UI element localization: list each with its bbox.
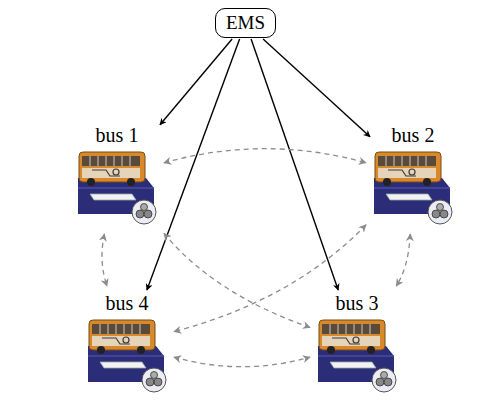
communication-link	[102, 234, 107, 286]
bus-label: bus 3	[316, 292, 398, 314]
command-arrow	[263, 39, 370, 137]
command-arrow	[251, 39, 338, 290]
bus-label: bus 1	[76, 124, 158, 146]
communication-link	[396, 234, 410, 286]
controller-label: EMS	[226, 12, 265, 34]
bus-label: bus 2	[372, 124, 454, 146]
controller-box: EMS	[215, 8, 276, 38]
bus-illustration	[76, 148, 158, 228]
bus-node: bus 3	[316, 292, 398, 396]
bus-node: bus 4	[86, 292, 168, 396]
communication-link	[174, 357, 310, 367]
bus-label: bus 4	[86, 292, 168, 314]
communication-link	[174, 225, 366, 332]
communication-link	[164, 233, 310, 327]
communication-link	[164, 149, 366, 163]
bus-illustration	[86, 316, 168, 396]
bus-node: bus 1	[76, 124, 158, 228]
command-arrow	[160, 39, 232, 125]
command-arrow	[147, 39, 240, 290]
bus-node: bus 2	[372, 124, 454, 228]
bus-illustration	[316, 316, 398, 396]
bus-illustration	[372, 148, 454, 228]
